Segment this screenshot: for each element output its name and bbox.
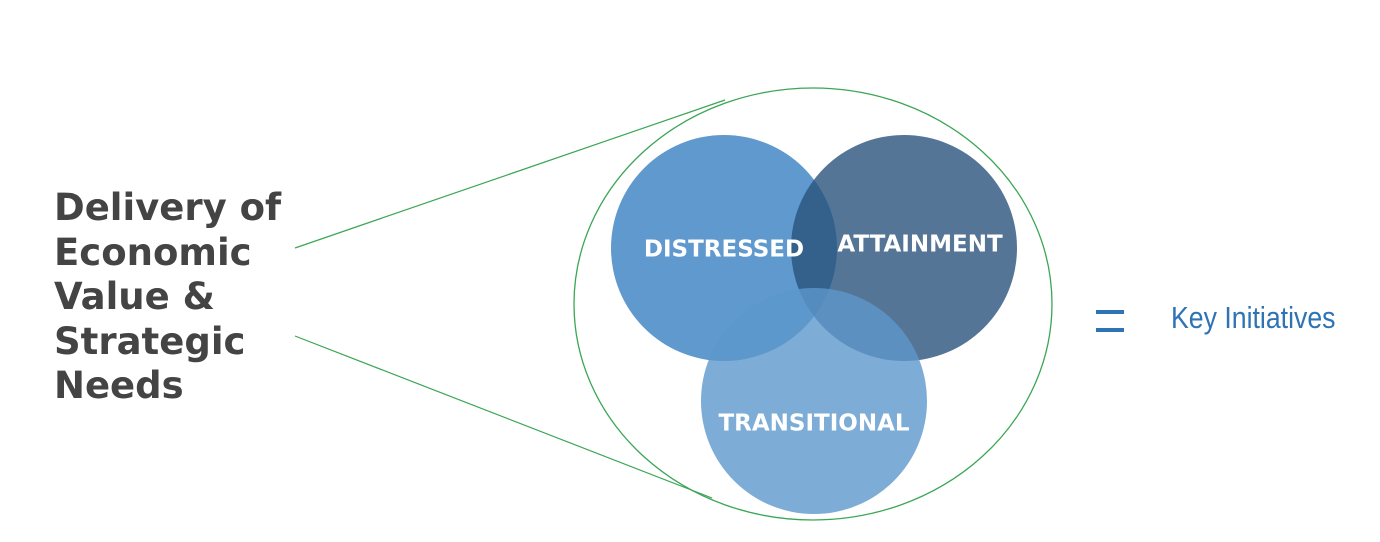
connector-line-bottom xyxy=(294,335,713,499)
equals-bar-bottom xyxy=(1096,328,1124,332)
equals-bar-top xyxy=(1096,310,1124,314)
connector-line-top xyxy=(294,99,726,249)
label-transitional: TRANSITIONAL xyxy=(718,411,909,437)
diagram-title: Delivery of Economic Value & Strategic N… xyxy=(54,186,294,409)
title-line-2: Economic xyxy=(54,230,252,274)
title-line-4: Strategic xyxy=(54,319,246,363)
title-line-3: Value & xyxy=(54,275,215,318)
title-line-5: Needs xyxy=(54,364,184,407)
label-attainment: ATTAINMENT xyxy=(837,232,1003,258)
label-distressed: DISTRESSED xyxy=(644,237,804,263)
title-line-1: Delivery of xyxy=(54,186,282,229)
equals-sign xyxy=(1096,306,1124,333)
outer-ellipse xyxy=(573,87,1053,521)
circle-transitional xyxy=(701,288,927,514)
result-label: Key Initiatives xyxy=(1171,300,1336,335)
